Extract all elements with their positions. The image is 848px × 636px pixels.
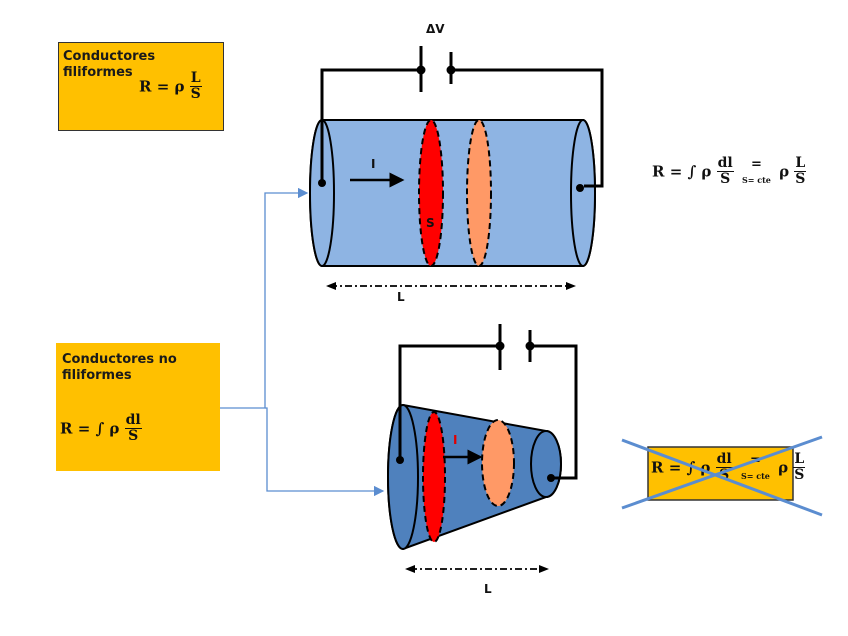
fraction-numerator: dl	[124, 412, 142, 429]
formula-lhs: R = ∫ ρ	[60, 419, 120, 438]
formula-lhs: R = ∫ ρ	[651, 458, 711, 477]
fraction-numerator: L	[793, 451, 806, 468]
cross-section-2	[466, 119, 492, 267]
top-length-label: L	[397, 290, 405, 304]
top-length-dimension	[326, 282, 576, 290]
connector-to-top	[220, 187, 309, 409]
bottom-length-label: L	[484, 582, 492, 596]
fraction-l-s: L S	[794, 155, 807, 187]
terminal-right	[576, 184, 584, 192]
fraction-numerator: L	[794, 155, 807, 172]
cylinder-right-end	[570, 119, 596, 267]
fraction-denominator: S	[190, 86, 201, 102]
formula-lhs: R = ρ	[139, 77, 185, 96]
filiform-formula: R = ρ L S	[139, 71, 202, 102]
rho-symbol: ρ	[778, 458, 789, 477]
equals-symbol: =	[750, 156, 762, 172]
cross-section-s	[418, 119, 444, 267]
non-filiform-formula: R = ∫ ρ dl S	[60, 413, 142, 444]
cone-left-end	[387, 404, 419, 550]
fraction-numerator: dl	[716, 155, 734, 172]
fraction: L S	[189, 70, 202, 102]
top-right-formula: R = ∫ ρ dl S = S= cte ρ L S	[652, 155, 807, 187]
cone-conductor	[387, 403, 562, 551]
fraction-denominator: S	[795, 171, 806, 187]
condition-text: S= cte	[741, 174, 771, 185]
rho-symbol: ρ	[779, 162, 790, 181]
filiform-label-line2: filiformes	[63, 65, 133, 80]
terminal-left	[318, 179, 326, 187]
formula-lhs: R = ∫ ρ	[652, 162, 712, 181]
fraction-l-s: L S	[793, 451, 806, 483]
cone-terminal-right	[547, 474, 555, 482]
fraction-denominator: S	[719, 467, 730, 483]
current-label: I	[371, 157, 376, 171]
non-filiform-label-line2: filiformes	[62, 368, 132, 383]
section-label: S	[426, 216, 435, 230]
bottom-length-dimension	[405, 565, 549, 573]
fraction: dl S	[124, 412, 142, 444]
cylinder-body	[309, 119, 596, 267]
cone-terminal-left	[396, 456, 404, 464]
filiform-conductor-box: Conductores filiformes R = ρ L S	[58, 42, 224, 131]
condition-text: S= cte	[740, 470, 770, 481]
cone-current-label: I	[453, 433, 458, 447]
crossed-formula: R = ∫ ρ dl S = S= cte ρ L S	[651, 451, 806, 483]
voltage-label: ΔV	[426, 22, 445, 36]
cone-right-end	[530, 430, 562, 498]
fraction-denominator: S	[720, 171, 731, 187]
fraction-denominator: S	[794, 467, 805, 483]
condition-equals: = S= cte	[741, 156, 771, 185]
bottom-circuit	[396, 324, 578, 482]
condition-equals: = S= cte	[740, 452, 770, 481]
connector-to-bottom	[265, 407, 385, 497]
cone-cross-section-orange	[481, 419, 515, 507]
connector-lines	[220, 187, 385, 497]
non-filiform-conductor-box: Conductores no filiformes R = ∫ ρ dl S	[56, 343, 220, 471]
cylinder-conductor	[309, 119, 596, 267]
fraction-dl-s: dl S	[715, 451, 733, 483]
fraction-numerator: dl	[715, 451, 733, 468]
fraction-numerator: L	[189, 70, 202, 87]
non-filiform-label-line1: Conductores no	[62, 352, 177, 367]
fraction-denominator: S	[128, 428, 139, 444]
fraction-dl-s: dl S	[716, 155, 734, 187]
top-circuit	[318, 46, 604, 192]
filiform-label-line1: Conductores	[63, 49, 156, 64]
equals-symbol: =	[749, 452, 761, 468]
cone-cross-section-red	[422, 411, 446, 543]
